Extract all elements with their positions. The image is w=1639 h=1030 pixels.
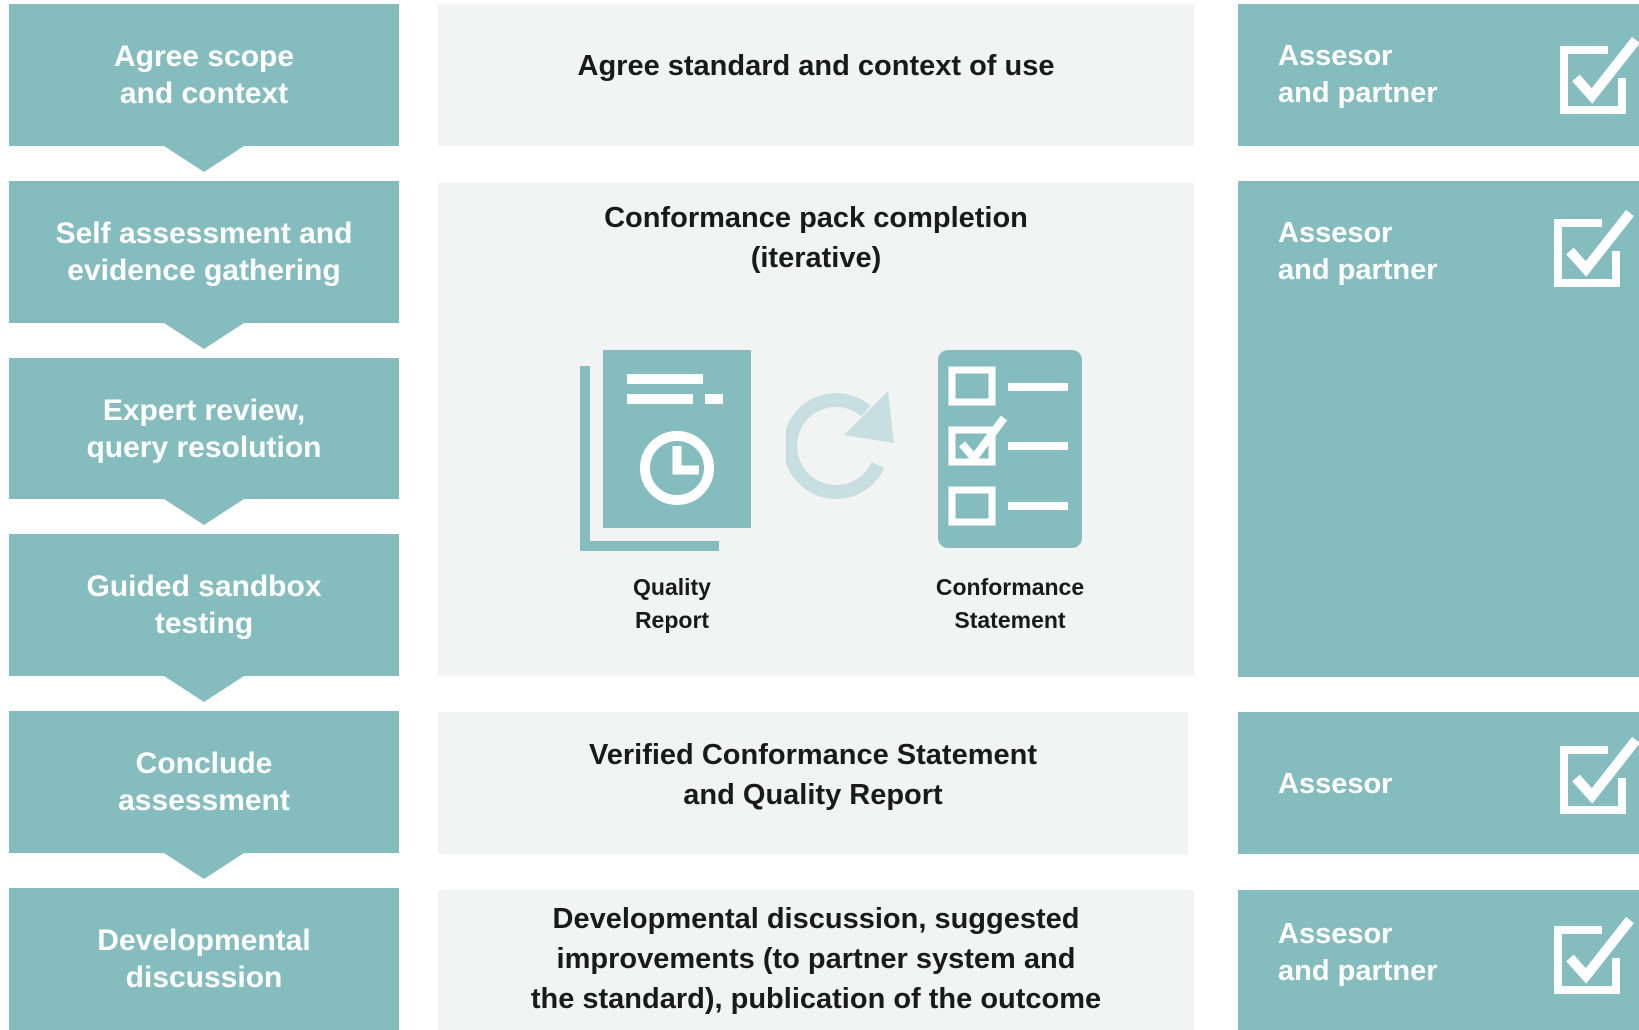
checkbox-check-icon <box>1554 916 1634 994</box>
quality-report-label: Quality Report <box>633 574 711 633</box>
flow-arrow <box>164 146 244 172</box>
role-panel: Assesor and partner <box>1238 181 1639 677</box>
step-guided-sandbox: Guided sandbox testing <box>9 534 399 676</box>
conformance-statement-label: Conformance Statement <box>935 574 1085 633</box>
activity-text: Agree standard and context of use <box>577 50 1055 82</box>
flow-arrow <box>164 323 244 349</box>
activity-text: Conformance pack completion (iterative) <box>604 202 1028 274</box>
step-expert-review: Expert review, query resolution <box>9 358 399 499</box>
role-panel: Assesor and partner <box>1238 4 1639 146</box>
checkbox-check-icon <box>1560 736 1639 814</box>
activity-text: Developmental discussion, suggested impr… <box>530 903 1102 1015</box>
checklist-icon <box>938 350 1082 548</box>
refresh-cycle-icon <box>786 391 894 499</box>
activity-verified-statement: Verified Conformance Statement and Quali… <box>438 712 1188 854</box>
role-panel: Assesor and partner <box>1238 890 1639 1030</box>
step-self-assessment: Self assessment and evidence gathering <box>9 181 399 323</box>
checkbox-check-icon <box>1554 209 1634 287</box>
activity-conformance-pack: Conformance pack completion (iterative) … <box>438 183 1194 676</box>
role-text: Assesor and partner <box>1278 918 1438 987</box>
flow-arrow <box>164 676 244 702</box>
role-panel: Assesor <box>1238 712 1639 854</box>
role-text: Assesor <box>1278 768 1393 800</box>
activity-text: Verified Conformance Statement and Quali… <box>589 739 1037 811</box>
role-text: Assesor and partner <box>1278 40 1438 109</box>
step-agree-scope: Agree scope and context <box>9 4 399 146</box>
step-conclude-assessment: Conclude assessment <box>9 711 399 853</box>
role-text: Assesor and partner <box>1278 217 1438 286</box>
activity-developmental-outcome: Developmental discussion, suggested impr… <box>438 890 1194 1030</box>
step-developmental-discussion: Developmental discussion <box>9 888 399 1030</box>
checkbox-check-icon <box>1560 36 1639 114</box>
flow-arrow <box>164 853 244 879</box>
activity-agree-standard: Agree standard and context of use <box>438 4 1194 146</box>
report-document-icon <box>580 350 751 551</box>
flow-arrow <box>164 499 244 525</box>
